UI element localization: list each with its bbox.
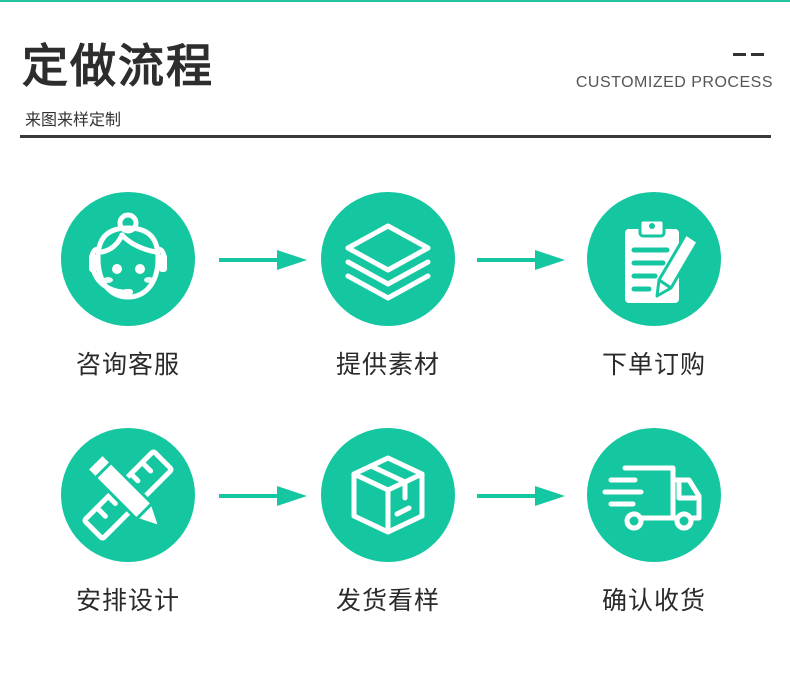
layers-icon (345, 223, 431, 301)
step-order: 下单订购 (584, 192, 724, 392)
step-label: 下单订购 (601, 350, 706, 379)
arrow-right-icon (477, 486, 565, 506)
step-circle (321, 192, 455, 326)
step-shipping: 发货看样 (318, 428, 458, 628)
decorative-dashes (733, 53, 767, 57)
dash-left (733, 53, 746, 56)
arrow-right-icon (219, 250, 307, 270)
page-title: 定做流程 (22, 39, 214, 93)
step-design: 安排设计 (58, 428, 198, 628)
step-circle (587, 192, 721, 326)
step-receive: 确认收货 (584, 428, 724, 628)
top-accent-line (0, 0, 790, 2)
delivery-truck-icon (602, 465, 702, 531)
customer-service-icon (89, 212, 167, 300)
header-divider (20, 135, 771, 138)
step-label: 确认收货 (601, 586, 706, 615)
pencil-ruler-icon (82, 449, 174, 541)
step-label: 安排设计 (75, 586, 180, 615)
step-circle (61, 428, 195, 562)
page-subtitle: 来图来样定制 (25, 110, 122, 129)
arrow-right-icon (477, 250, 565, 270)
step-circle (587, 428, 721, 562)
dash-right (751, 53, 764, 56)
step-label: 发货看样 (335, 586, 440, 615)
step-label: 咨询客服 (75, 350, 180, 379)
clipboard-order-icon (625, 218, 700, 303)
step-circle (321, 428, 455, 562)
step-circle (61, 192, 195, 326)
arrow-right-icon (219, 486, 307, 506)
step-materials: 提供素材 (318, 192, 458, 392)
package-box-icon (351, 455, 425, 535)
english-heading: CUSTOMIZED PROCESS (575, 74, 773, 91)
step-label: 提供素材 (335, 350, 440, 379)
step-consult: 咨询客服 (58, 192, 198, 392)
